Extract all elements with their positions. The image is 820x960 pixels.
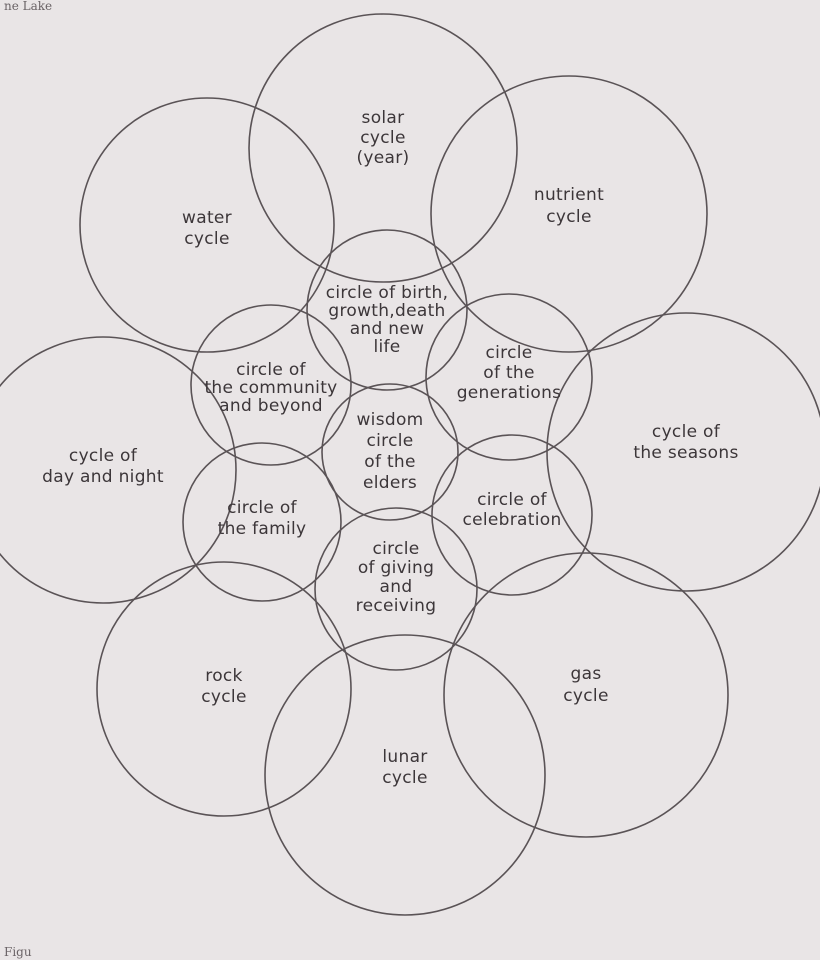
giving-inner-circle bbox=[314, 507, 478, 671]
water-cycle-circle bbox=[79, 97, 335, 353]
lunar-label-line: lunar bbox=[382, 747, 427, 767]
celebration-label-line: circle of bbox=[477, 490, 547, 510]
birth-label-line: circle of birth, bbox=[326, 283, 449, 303]
generations-inner-circle bbox=[425, 293, 593, 461]
giving-label-line: circle bbox=[372, 539, 419, 559]
water-label-line: water bbox=[182, 208, 232, 228]
rock-label-line: rock bbox=[205, 666, 242, 686]
community-label-line: circle of bbox=[236, 360, 306, 380]
circle-outlines bbox=[0, 13, 820, 916]
page-header-fragment: ne Lake bbox=[4, 0, 52, 13]
nutrient-cycle-circle bbox=[430, 75, 708, 353]
celebration-inner-circle bbox=[431, 434, 593, 596]
family-label-line: circle of bbox=[227, 498, 297, 518]
rock-cycle-circle bbox=[96, 561, 352, 817]
wisdom-label-line: of the bbox=[364, 452, 416, 472]
seasons-label-line: cycle of bbox=[652, 422, 721, 442]
rock-label-line: cycle bbox=[201, 687, 246, 707]
seasons-cycle-circle bbox=[546, 312, 820, 592]
day-night-label-line: cycle of bbox=[69, 446, 138, 466]
gas-cycle-circle bbox=[443, 552, 729, 838]
birth-label-line: growth,death bbox=[328, 301, 445, 321]
day-night-cycle-circle bbox=[0, 336, 237, 604]
community-inner-circle bbox=[190, 304, 352, 466]
birth-label-line: life bbox=[373, 337, 400, 357]
water-label-line: cycle bbox=[184, 229, 229, 249]
solar-cycle-circle bbox=[248, 13, 518, 283]
celebration-label-line: celebration bbox=[462, 510, 561, 530]
birth-inner-circle bbox=[306, 229, 468, 391]
birth-label-line: and new bbox=[350, 319, 425, 339]
seasons-label-line: the seasons bbox=[633, 443, 738, 463]
community-label-line: and beyond bbox=[219, 396, 323, 416]
giving-label-line: receiving bbox=[356, 596, 437, 616]
solar-label-line: solar bbox=[362, 108, 405, 128]
lunar-cycle-circle bbox=[264, 634, 546, 916]
community-label-line: the community bbox=[204, 378, 337, 398]
figure-caption-fragment: Figu bbox=[4, 945, 32, 959]
generations-label-line: of the bbox=[483, 363, 535, 383]
solar-label-line: cycle bbox=[360, 128, 405, 148]
gas-label-line: cycle bbox=[563, 686, 608, 706]
wisdom-label-line: elders bbox=[363, 473, 417, 493]
wisdom-inner-circle bbox=[321, 383, 459, 521]
giving-label-line: of giving bbox=[358, 558, 434, 578]
wisdom-label-line: wisdom bbox=[356, 410, 423, 430]
generations-label-line: circle bbox=[485, 343, 532, 363]
family-inner-circle bbox=[182, 442, 342, 602]
gas-label-line: gas bbox=[571, 664, 602, 684]
solar-label-line: (year) bbox=[357, 148, 410, 168]
giving-label-line: and bbox=[380, 577, 413, 597]
nutrient-label-line: cycle bbox=[546, 207, 591, 227]
generations-label-line: generations bbox=[457, 383, 562, 403]
lunar-label-line: cycle bbox=[382, 768, 427, 788]
family-label-line: the family bbox=[218, 519, 307, 539]
nutrient-label-line: nutrient bbox=[534, 185, 604, 205]
wisdom-label-line: circle bbox=[366, 431, 413, 451]
day-night-label-line: day and night bbox=[42, 467, 164, 487]
